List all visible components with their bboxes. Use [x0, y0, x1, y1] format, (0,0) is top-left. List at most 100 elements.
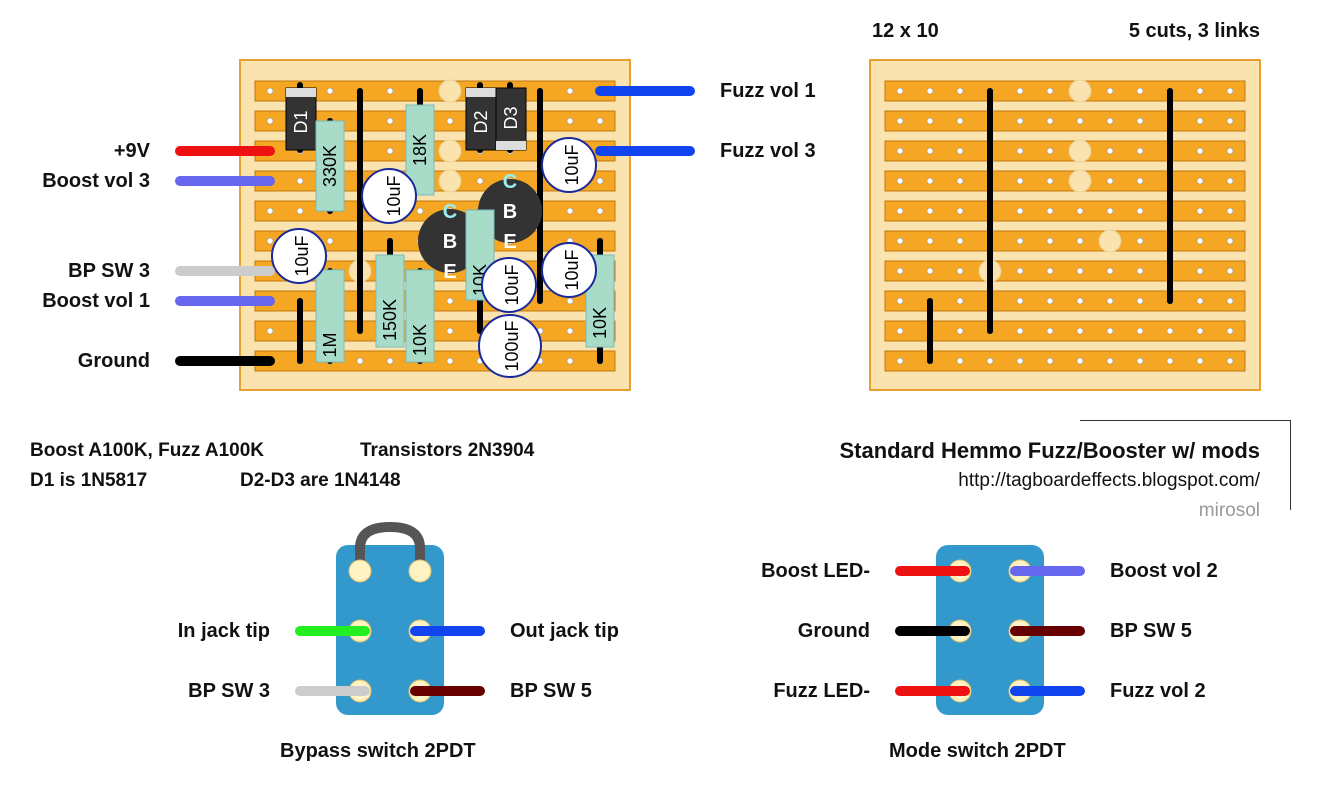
strip-hole: [1196, 267, 1204, 275]
strip-hole: [926, 117, 934, 125]
note-d2d3: D2-D3 are 1N4148: [240, 470, 401, 491]
strip-hole: [596, 177, 604, 185]
board-size: 12 x 10: [872, 20, 939, 42]
mode-switch-caption: Mode switch 2PDT: [889, 740, 1066, 762]
strip-hole: [1136, 267, 1144, 275]
strip-hole: [1016, 297, 1024, 305]
strip-hole: [956, 297, 964, 305]
strip-hole: [1106, 87, 1114, 95]
copper-strip: [884, 290, 1246, 312]
strip-hole: [896, 207, 904, 215]
copper-strip: [884, 200, 1246, 222]
strip-hole: [1196, 177, 1204, 185]
lugs: [948, 559, 1032, 703]
strip-hole: [956, 327, 964, 335]
label-boost-vol3: Boost vol 3: [42, 170, 150, 192]
strip-hole: [1136, 207, 1144, 215]
label-ground: Ground: [77, 350, 150, 372]
strip-hole: [566, 357, 574, 365]
strip-hole: [896, 177, 904, 185]
pin-c: C: [443, 201, 457, 223]
component-side-board: D1 D2 D3 C B E C B E 330: [175, 59, 695, 391]
divider: [1080, 420, 1290, 421]
strip-cut: [1098, 229, 1122, 253]
strip-hole: [446, 357, 454, 365]
strip-hole: [326, 237, 334, 245]
strip-hole: [956, 147, 964, 155]
note-transistors: Transistors 2N3904: [360, 440, 535, 461]
label-bp-sw5: BP SW 5: [1110, 620, 1192, 642]
resistor-label: 1M: [320, 332, 340, 357]
strip-hole: [416, 207, 424, 215]
strip-hole: [986, 357, 994, 365]
strip-hole: [386, 117, 394, 125]
strip-hole: [476, 177, 484, 185]
strip-hole: [1106, 297, 1114, 305]
strip-hole: [1196, 87, 1204, 95]
strip-hole: [956, 117, 964, 125]
strip-hole: [1106, 147, 1114, 155]
strip-hole: [896, 357, 904, 365]
label-boost-led: Boost LED-: [761, 560, 870, 582]
strip-hole: [1106, 207, 1114, 215]
strip-hole: [1076, 267, 1084, 275]
strip-hole: [1226, 177, 1234, 185]
strip-hole: [1166, 357, 1174, 365]
strip-hole: [1226, 357, 1234, 365]
strip-hole: [1226, 267, 1234, 275]
strip-cut: [1068, 139, 1092, 163]
strip-hole: [596, 207, 604, 215]
capacitor-label: 10uF: [502, 264, 522, 305]
strip-hole: [1046, 327, 1054, 335]
strip-hole: [1016, 357, 1024, 365]
strip-hole: [566, 207, 574, 215]
resistor-label: 150K: [380, 299, 400, 341]
label-boost-vol2: Boost vol 2: [1110, 560, 1218, 582]
strip-hole: [1136, 297, 1144, 305]
label-bp-sw3: BP SW 3: [68, 260, 150, 282]
strip-hole: [446, 117, 454, 125]
strip-hole: [266, 207, 274, 215]
copper-strip: [884, 80, 1246, 102]
strip-hole: [1046, 147, 1054, 155]
strip-hole: [956, 177, 964, 185]
bypass-switch-caption: Bypass switch 2PDT: [280, 740, 476, 762]
resistor-10k: 10K: [585, 254, 615, 348]
strip-hole: [386, 357, 394, 365]
label-fuzz-led: Fuzz LED-: [773, 680, 870, 702]
strip-hole: [1076, 207, 1084, 215]
strip-hole: [1016, 117, 1024, 125]
strip-hole: [566, 117, 574, 125]
copper-strip: [884, 140, 1246, 162]
cuts-links-board: [869, 59, 1261, 391]
strip-hole: [896, 327, 904, 335]
capacitor-10uf: 10uF: [541, 242, 597, 298]
cuts-links-summary: 5 cuts, 3 links: [1128, 20, 1260, 42]
strip-hole: [896, 267, 904, 275]
strip-hole: [1016, 177, 1024, 185]
copper-strip: [254, 350, 616, 372]
strip-hole: [956, 87, 964, 95]
strip-hole: [266, 87, 274, 95]
diode-d2: D2: [465, 87, 497, 151]
diode-d1: D1: [285, 87, 317, 151]
strip-hole: [386, 87, 394, 95]
label-out-jack-tip: Out jack tip: [510, 620, 619, 642]
strip-hole: [1046, 177, 1054, 185]
strip-hole: [1106, 177, 1114, 185]
copper-strip: [254, 320, 616, 342]
strip-hole: [1226, 147, 1234, 155]
bypass-switch: [295, 521, 485, 715]
strip-hole: [896, 87, 904, 95]
strip-hole: [1226, 237, 1234, 245]
pin-b: B: [503, 201, 517, 223]
capacitors: 10uF 10uF 10uF 10uF 10uF 100uF: [271, 137, 597, 378]
strip-hole: [1226, 87, 1234, 95]
strip-hole: [1136, 117, 1144, 125]
resistor-label: 10K: [590, 307, 610, 339]
strip-hole: [1226, 327, 1234, 335]
strip-hole: [1046, 237, 1054, 245]
copper-strip: [884, 110, 1246, 132]
strip-hole: [1226, 207, 1234, 215]
strip-hole: [386, 147, 394, 155]
